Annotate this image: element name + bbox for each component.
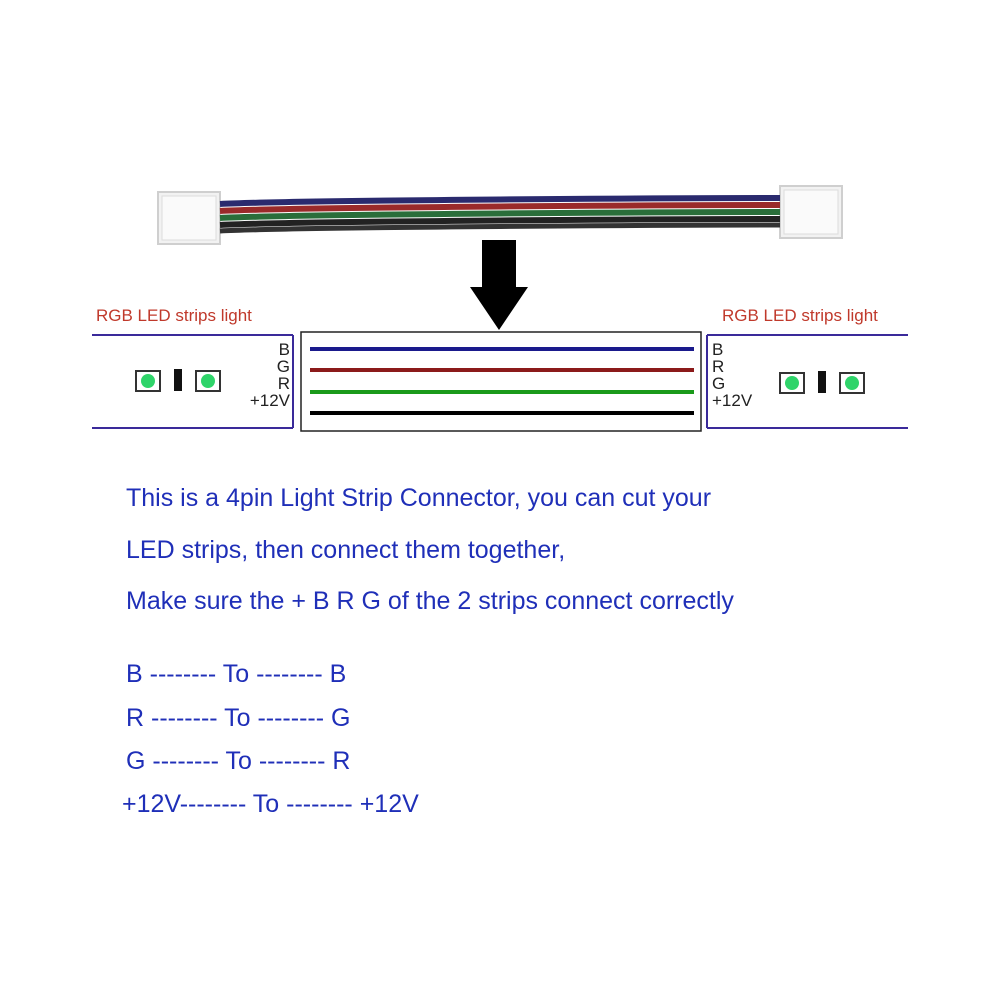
- right-connector-head: [779, 185, 843, 239]
- right-strip-title: RGB LED strips light: [722, 306, 878, 325]
- mapping-g: G -------- To -------- R: [126, 747, 351, 775]
- description-line-1: This is a 4pin Light Strip Connector, yo…: [126, 484, 712, 512]
- right-pin-b: B: [712, 340, 724, 359]
- left-resistor: [174, 369, 182, 391]
- right-led-chip-2: [839, 372, 865, 394]
- left-strip: [92, 334, 294, 429]
- left-pin-r: R: [277, 374, 290, 393]
- description-line-3: Make sure the + B R G of the 2 strips co…: [126, 587, 734, 615]
- mapping-b: B -------- To -------- B: [126, 660, 347, 688]
- center-connector-box: [300, 331, 702, 432]
- down-arrow-icon: [470, 240, 528, 330]
- left-pin-b: B: [278, 340, 290, 359]
- left-connector-head: [157, 191, 221, 245]
- left-led-chip-1: [135, 370, 161, 392]
- left-pin-g: G: [276, 357, 290, 376]
- right-resistor: [818, 371, 826, 393]
- mapping-r: R -------- To -------- G: [126, 704, 351, 732]
- left-strip-title: RGB LED strips light: [96, 306, 252, 325]
- left-pin-12v: +12V: [249, 391, 290, 410]
- right-pin-g: G: [712, 374, 726, 393]
- connector-wires: [219, 195, 781, 234]
- wiring-diagram: [92, 331, 908, 432]
- right-pin-r: R: [712, 357, 725, 376]
- description-line-2: LED strips, then connect them together,: [126, 536, 566, 564]
- right-strip: [706, 334, 908, 429]
- right-led-chip-1: [779, 372, 805, 394]
- right-pin-labels: B R G +12V: [712, 341, 772, 409]
- left-pin-labels: B G R +12V: [232, 341, 290, 409]
- left-led-chip-2: [195, 370, 221, 392]
- connector-cable-image: [157, 185, 843, 330]
- right-pin-12v: +12V: [712, 391, 753, 410]
- mapping-12v: +12V-------- To -------- +12V: [122, 790, 419, 818]
